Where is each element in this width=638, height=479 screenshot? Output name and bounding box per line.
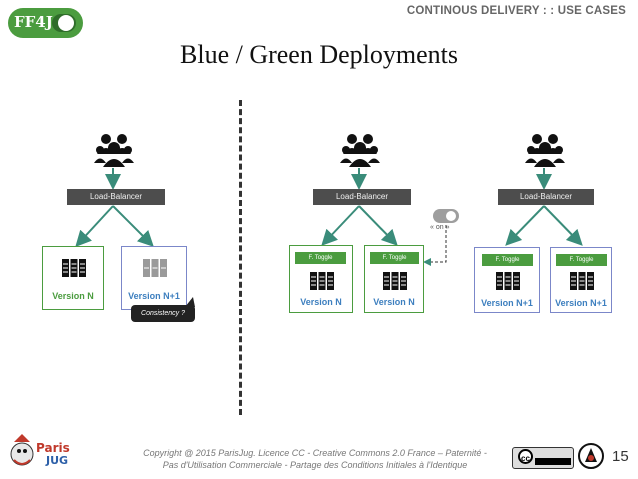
- ff4j-logo-text: FF4J: [14, 13, 53, 31]
- version-label: Version N+1: [128, 291, 180, 301]
- server-icon: [570, 272, 594, 290]
- version-box: F. Toggle Version N+1: [550, 247, 612, 313]
- server-icon: [143, 259, 167, 277]
- logo-toggle-knob: [58, 15, 74, 31]
- toggle-switch-knob: [446, 211, 456, 221]
- duke-mascot-icon: [578, 443, 604, 469]
- users-group-icon: [94, 134, 134, 167]
- version-label: Version N: [52, 291, 94, 301]
- feature-toggle-badge: F. Toggle: [370, 252, 419, 264]
- arrow-lb-version-n-left: [75, 205, 114, 247]
- server-icon: [310, 272, 334, 290]
- svg-text:Paris: Paris: [36, 441, 70, 455]
- version-label: Version N: [373, 297, 415, 307]
- arrow-lb-box2-middle: [358, 205, 398, 246]
- load-balancer-middle: Load-Balancer: [313, 189, 411, 205]
- arrow-lb-box1-right: [505, 205, 545, 246]
- switch-dashed-link: [423, 225, 447, 266]
- server-icon: [496, 272, 520, 290]
- arrow-lb-box1-middle: [321, 205, 360, 246]
- parisjug-logo: Paris JUG: [10, 434, 70, 467]
- arrow-lb-box2-right: [543, 205, 583, 246]
- section-header: CONTINOUS DELIVERY : : USE CASES: [406, 5, 626, 17]
- version-box: F. Toggle Version N+1: [474, 247, 540, 313]
- copyright-notice: Copyright @ 2015 ParisJug. Licence CC - …: [120, 447, 510, 471]
- copyright-line: Copyright @ 2015 ParisJug. Licence CC - …: [143, 448, 487, 458]
- version-box: F. Toggle Version N: [364, 245, 424, 313]
- feature-toggle-badge: F. Toggle: [295, 252, 346, 264]
- svg-text:JUG: JUG: [45, 454, 68, 467]
- load-balancer-left: Load-Balancer: [67, 189, 165, 205]
- load-balancer-right: Load-Balancer: [498, 189, 594, 205]
- toggle-on-label: « on »: [430, 224, 450, 231]
- version-box: F. Toggle Version N: [289, 245, 353, 313]
- version-label: Version N+1: [555, 298, 607, 308]
- server-icon: [62, 259, 86, 277]
- arrow-lb-version-n1-left: [112, 205, 154, 247]
- copyright-line: Pas d'Utilisation Commerciale - Partage …: [162, 460, 468, 470]
- version-label: Version N: [300, 297, 342, 307]
- version-box: Version N: [42, 246, 104, 310]
- cc-license-strip: [535, 458, 571, 465]
- feature-toggle-badge: F. Toggle: [482, 254, 533, 266]
- cc-icon: cc: [518, 449, 533, 464]
- callout-pointer: [185, 297, 195, 307]
- section-divider: [239, 100, 242, 415]
- server-icon: [383, 272, 407, 290]
- users-group-icon: [340, 134, 380, 167]
- version-label: Version N+1: [481, 298, 533, 308]
- page-number: 15: [612, 448, 629, 465]
- users-group-icon: [525, 134, 565, 167]
- slide-title: Blue / Green Deployments: [180, 40, 458, 69]
- feature-toggle-badge: F. Toggle: [556, 254, 607, 266]
- version-box: Version N+1: [121, 246, 187, 310]
- consistency-callout: Consistency ?: [131, 305, 195, 322]
